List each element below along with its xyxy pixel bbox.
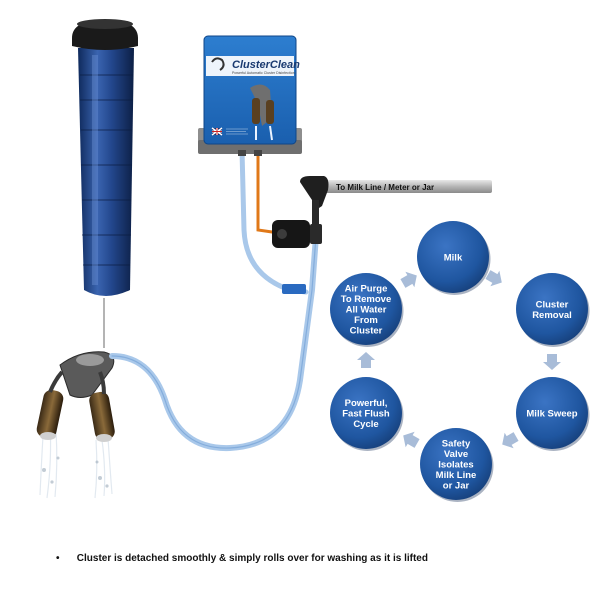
cycle-node-circle [420, 428, 492, 500]
cycle-node-circle [516, 273, 588, 345]
caption-text: Cluster is detached smoothly & simply ro… [76, 553, 428, 564]
cycle-node-label: Cluster [350, 326, 383, 337]
milk-line-pipe: To Milk Line / Meter or Jar [316, 180, 492, 193]
cycle-arrow [502, 432, 519, 449]
cycle-node-label: Isolates [438, 460, 473, 471]
device-brand: ClusterClean [232, 59, 300, 71]
cycle-node-label: Cluster [536, 299, 569, 310]
cycle-node-label: Cycle [353, 419, 378, 430]
cycle-node-label: All Water [346, 305, 387, 316]
cycle-node-milk: Milk [417, 221, 491, 295]
cycle-arrow [403, 431, 420, 448]
cycle-node-label: Milk [444, 253, 463, 264]
cycle-node-label: Milk Line [436, 470, 477, 481]
caption-bullet: • [56, 553, 60, 564]
cycle-node-milk-sweep: Milk Sweep [516, 377, 590, 451]
cycle-node-label: Valve [444, 449, 468, 460]
cycle-node-label: From [354, 315, 378, 326]
cycle-node-label: Removal [532, 310, 572, 321]
cycle-node-circle [330, 377, 402, 449]
control-box: ClusterClean Powerful Automatic Cluster … [198, 35, 302, 156]
uk-flag-icon [211, 127, 223, 136]
cycle-arrow [485, 270, 502, 287]
cycle-arrow [400, 271, 417, 288]
cluster-logo-icon [211, 57, 225, 71]
cycle-node-label: Air Purge [345, 284, 388, 295]
cycle-node-label: Fast Flush [342, 409, 390, 420]
caption: • Cluster is detached smoothly & simply … [56, 553, 576, 564]
cycle-node-circle [516, 377, 588, 449]
cycle-node-label: Powerful, [345, 398, 388, 409]
device-tagline: Powerful Automatic Cluster Disinfection [232, 71, 295, 75]
cycle-node-circle [330, 273, 402, 345]
cycle-node-label: Milk Sweep [526, 409, 577, 420]
pipe-label: To Milk Line / Meter or Jar [336, 183, 434, 192]
cycle-node-label: To Remove [341, 294, 392, 305]
jetter-cylinder [72, 19, 138, 348]
hose-system [109, 147, 319, 452]
milking-cluster [36, 351, 115, 499]
cycle-node-circle [417, 221, 489, 293]
cycle-node-label: or Jar [443, 481, 470, 492]
cycle-arrow [357, 352, 375, 368]
cycle-arrows [357, 270, 561, 449]
cycle-node-label: Safety [442, 439, 471, 450]
cycle-arrow [543, 354, 561, 370]
safety-valve-body [272, 176, 329, 294]
